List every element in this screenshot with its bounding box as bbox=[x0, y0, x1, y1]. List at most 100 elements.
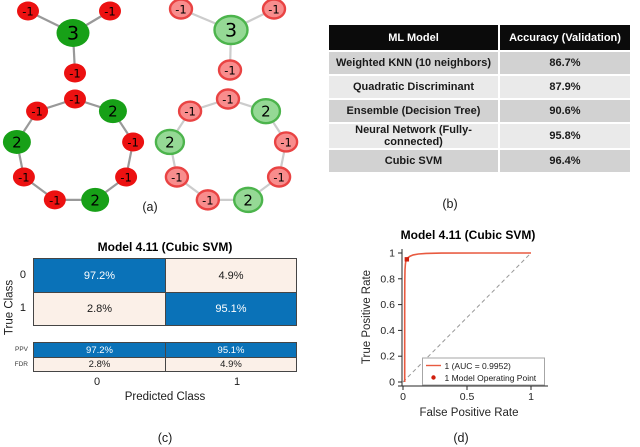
table-header-cell: ML Model bbox=[329, 25, 499, 52]
panel-a-label: (a) bbox=[142, 200, 158, 214]
graph-node bbox=[17, 1, 39, 21]
graph-node bbox=[232, 186, 264, 214]
confusion-cell: 2.8% bbox=[34, 357, 165, 371]
graph-node-label: 2 bbox=[12, 133, 22, 151]
table-cell: 86.7% bbox=[498, 51, 630, 76]
predicted-class-tick-1: 1 bbox=[233, 376, 241, 388]
x-tick-label: 0 bbox=[400, 391, 406, 403]
table-row: Ensemble (Decision Tree)90.6% bbox=[329, 99, 630, 124]
graph-node-label: -1 bbox=[268, 3, 279, 17]
graph-node-label: -1 bbox=[175, 3, 186, 17]
graph-node bbox=[99, 1, 121, 21]
graph-node bbox=[250, 97, 282, 125]
graph-node-label: 2 bbox=[243, 191, 253, 209]
graph-node bbox=[154, 128, 186, 156]
graph-node-label: -1 bbox=[120, 171, 131, 185]
panel-c-label: (c) bbox=[157, 431, 173, 445]
table-cell: Quadratic Discriminant bbox=[329, 75, 499, 100]
graph-node-label: 2 bbox=[165, 133, 175, 151]
spin-graphs-svg: 3-1-1-1-12-1-12-1-12-13-1-1-1-12-1-12-1-… bbox=[2, 0, 299, 214]
graph-node bbox=[266, 166, 292, 188]
accuracy-table-body: Weighted KNN (10 neighbors)86.7%Quadrati… bbox=[329, 51, 630, 174]
confusion-cell: 97.2% bbox=[34, 259, 165, 292]
graph-node bbox=[56, 19, 90, 47]
table-cell: Neural Network (Fully-connected) bbox=[329, 123, 499, 150]
graph-node-label: 2 bbox=[108, 103, 118, 121]
graph-node-label: 3 bbox=[225, 20, 237, 42]
graph-node bbox=[213, 14, 249, 46]
true-class-tick-1: 1 bbox=[19, 302, 26, 314]
true-class-tick-0: 0 bbox=[19, 269, 26, 281]
graph-node bbox=[195, 189, 221, 211]
graph-node-label: -1 bbox=[22, 5, 33, 19]
graph-node-label: -1 bbox=[69, 93, 80, 107]
graph-node bbox=[2, 129, 31, 154]
graph-node bbox=[43, 190, 66, 210]
graph-node-label: -1 bbox=[49, 193, 60, 207]
graph-node bbox=[168, 0, 194, 20]
table-cell: Ensemble (Decision Tree) bbox=[329, 99, 499, 124]
y-tick-label: 0.6 bbox=[380, 299, 395, 311]
legend-box bbox=[422, 357, 545, 386]
panel-d-label: (d) bbox=[453, 431, 469, 445]
y-tick-label: 0 bbox=[389, 377, 395, 389]
table-row: Neural Network (Fully-connected)95.8% bbox=[329, 123, 630, 150]
x-tick-label: 1 bbox=[528, 391, 534, 403]
graph-node-label: 2 bbox=[261, 103, 271, 121]
panel-b-label: (b) bbox=[442, 197, 458, 211]
confusion-cell: 2.8% bbox=[34, 292, 165, 325]
predicted-class-axis-label: Predicted Class bbox=[124, 391, 206, 403]
graph-node-label: -1 bbox=[104, 5, 115, 19]
graph-node-label: -1 bbox=[171, 171, 182, 185]
graph-node-label: -1 bbox=[273, 171, 284, 185]
graph-node bbox=[98, 99, 127, 124]
graph-node bbox=[122, 132, 145, 152]
graph-node bbox=[64, 89, 86, 109]
graph-node-label: -1 bbox=[69, 67, 80, 81]
legend-marker-sample bbox=[431, 375, 436, 380]
confusion-cell: 95.1% bbox=[165, 343, 296, 357]
y-axis-label: True Positive Rate bbox=[361, 270, 373, 364]
graph-node-label: 3 bbox=[67, 23, 79, 45]
graph-node bbox=[64, 63, 86, 83]
confusion-cell: 95.1% bbox=[165, 292, 296, 325]
graph-node bbox=[164, 166, 190, 188]
y-tick-label: 0.2 bbox=[380, 351, 395, 363]
table-row: Weighted KNN (10 neighbors)86.7% bbox=[329, 51, 630, 76]
operating-point-marker bbox=[404, 257, 410, 262]
graph-node-label: -1 bbox=[202, 193, 213, 207]
graph-node bbox=[115, 167, 138, 187]
graph-node bbox=[261, 0, 287, 20]
graph-node bbox=[26, 101, 49, 121]
table-header-cell: Accuracy (Validation) bbox=[498, 25, 630, 52]
graph-node-label: -1 bbox=[280, 135, 291, 149]
graph-node-label: -1 bbox=[31, 105, 42, 119]
graph-node bbox=[81, 187, 110, 212]
legend-entry-auc: 1 (AUC = 0.9952) bbox=[445, 361, 512, 371]
graph-node bbox=[12, 167, 35, 187]
x-tick-label: 0.5 bbox=[460, 391, 475, 403]
graph-node-label: -1 bbox=[224, 64, 235, 78]
pastel-spin-graph: 3-1-1-1-12-1-12-1-12-1 bbox=[154, 0, 299, 214]
x-axis-label: False Positive Rate bbox=[419, 407, 518, 419]
confusion-matrix-summary: 97.2%95.1%2.8%4.9% bbox=[33, 342, 297, 372]
confusion-cell: 97.2% bbox=[34, 343, 165, 357]
legend-entry-operating-point: 1 Model Operating Point bbox=[445, 373, 537, 383]
graph-node bbox=[177, 100, 203, 122]
true-class-axis-label: True Class bbox=[3, 279, 16, 336]
graph-node bbox=[215, 88, 241, 110]
graph-node-label: -1 bbox=[18, 171, 29, 185]
ppv-row-label: PPV bbox=[14, 346, 28, 353]
graph-node-label: -1 bbox=[222, 93, 233, 107]
y-tick-label: 0.4 bbox=[380, 325, 395, 337]
y-tick-label: 1 bbox=[389, 248, 395, 260]
table-cell: 87.9% bbox=[498, 75, 630, 100]
confusion-matrix-main: 97.2%4.9%2.8%95.1% bbox=[33, 258, 297, 326]
